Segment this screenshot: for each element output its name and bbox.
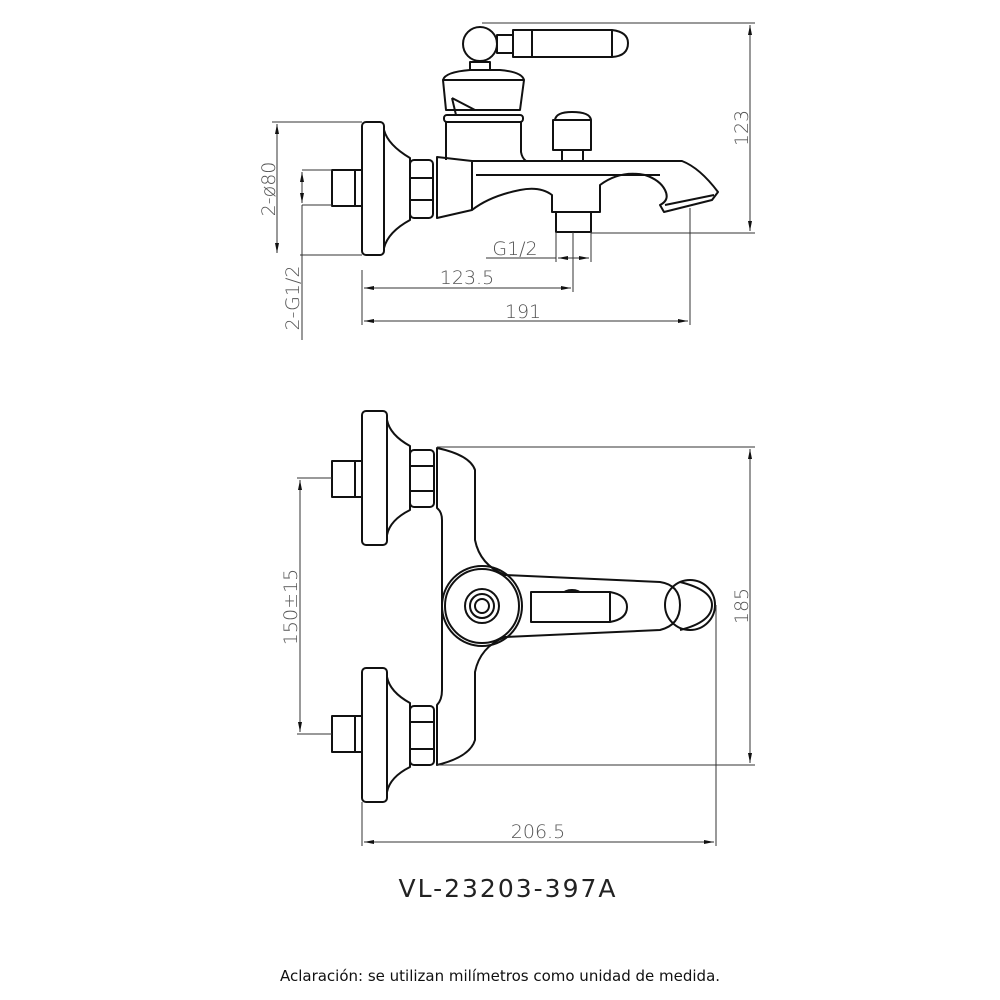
spout-outlet	[664, 579, 716, 631]
model-code: VL-23203-397A	[399, 874, 618, 903]
dim-inlet-spacing: 150±15	[280, 569, 302, 645]
lever-handle	[512, 29, 629, 58]
spout	[471, 160, 719, 213]
cartridge-cap	[442, 79, 525, 111]
dim-height-123: 123	[731, 110, 753, 146]
lower-inlet	[331, 667, 435, 803]
lever-ball	[462, 26, 498, 62]
dim-outlet-thread: G1/2	[492, 238, 537, 260]
dim-outlet-distance: 123.5	[440, 267, 494, 289]
cartridge-rosette	[441, 565, 523, 647]
dim-depth-185: 185	[731, 588, 753, 624]
dim-flange-diameter: 2-ø80	[258, 162, 280, 217]
dim-spout-length: 191	[505, 301, 541, 323]
side-view	[331, 26, 719, 256]
top-view	[331, 410, 716, 803]
dim-overall-width: 206.5	[511, 821, 565, 843]
inlet-pipe	[331, 169, 363, 207]
dim-inlet-thread: 2-G1/2	[282, 266, 304, 331]
flange-cone	[383, 129, 411, 249]
side-view-dimensions: 123 2-ø80 2-G1/2 G1/2 123.5 191	[258, 22, 755, 340]
diverter-knob	[552, 119, 592, 151]
lever-handle-top	[530, 591, 628, 623]
mixer-body	[436, 447, 681, 766]
outlet-connector	[555, 211, 592, 233]
body-block	[436, 156, 473, 219]
top-view-dimensions: 185 150±15 206.5	[280, 446, 755, 846]
wall-flange	[361, 121, 385, 256]
units-note: Aclaración: se utilizan milímetros como …	[280, 967, 720, 985]
hex-nut	[409, 159, 434, 219]
cartridge-body	[445, 121, 527, 162]
upper-inlet	[331, 410, 435, 546]
